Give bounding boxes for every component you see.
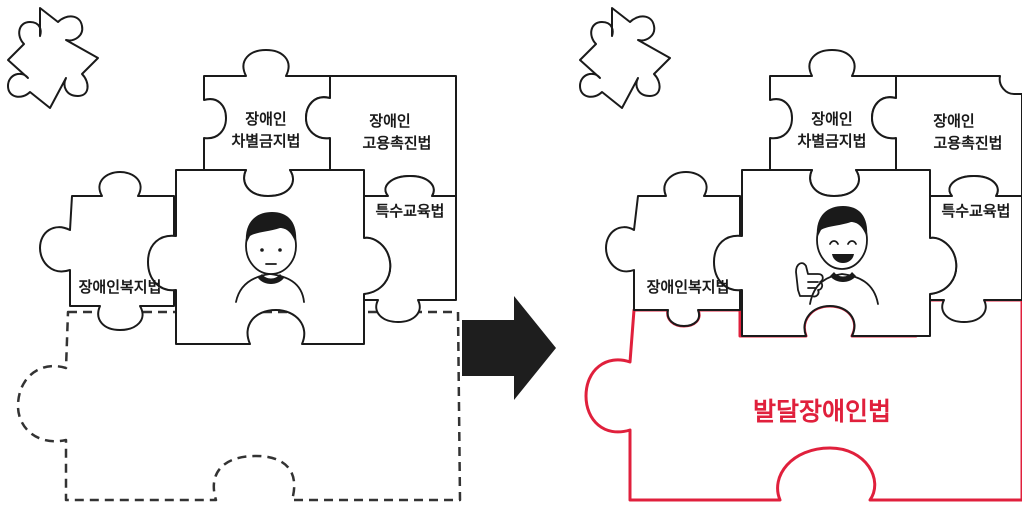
label-discrimination-line2: 차별금지법	[797, 132, 866, 150]
puzzle-piece-icon	[579, 7, 671, 109]
label-welfare: 장애인복지법	[647, 278, 730, 296]
person-thumbs-up-icon	[795, 206, 879, 305]
person-neutral-icon	[235, 212, 305, 303]
label-special-education: 특수교육법	[941, 202, 1010, 220]
label-employment-line2: 고용촉진법	[362, 134, 431, 152]
label-employment-line2: 고용촉진법	[933, 134, 1002, 152]
before-panel: 장애인 차별금지법 장애인 고용촉진법 특수교육법 장애인복지법	[7, 7, 462, 502]
arrow-right-icon	[462, 296, 556, 400]
label-discrimination-line1: 장애인	[245, 110, 286, 128]
label-developmental-disability-law: 발달장애인법	[753, 397, 891, 426]
label-employment-line1: 장애인	[369, 112, 410, 130]
missing-piece-outline	[16, 310, 462, 502]
label-discrimination-line1: 장애인	[811, 110, 852, 128]
label-employment-line1: 장애인	[933, 112, 974, 130]
puzzle-piece-icon	[7, 7, 99, 109]
piece-welfare-law	[605, 171, 741, 327]
label-welfare: 장애인복지법	[79, 278, 162, 296]
after-panel: 장애인 차별금지법 장애인 고용촉진법 특수교육법 장애인복지법 발달장애인법	[579, 7, 1022, 502]
label-discrimination-line2: 차별금지법	[231, 132, 300, 150]
label-special-education: 특수교육법	[375, 202, 444, 220]
piece-welfare-law	[39, 171, 175, 331]
